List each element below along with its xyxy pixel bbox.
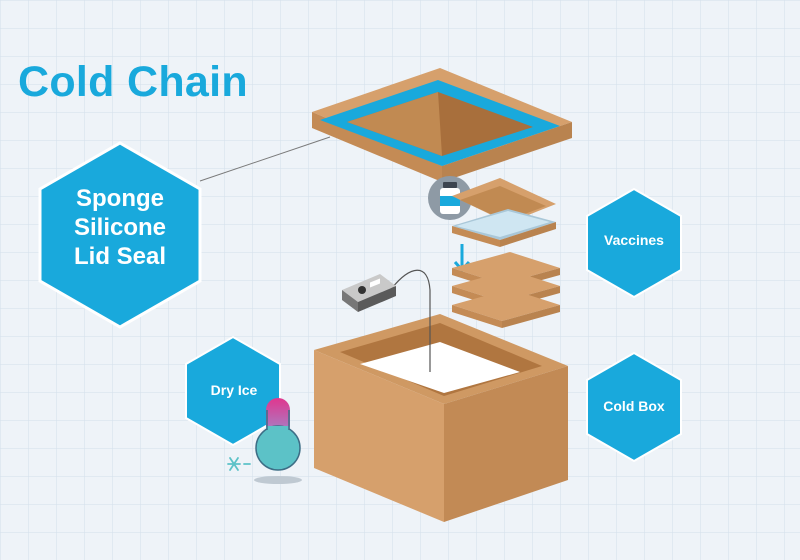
vaccine-tray	[452, 178, 556, 247]
thermometer-icon	[255, 398, 301, 471]
lid-seal-line-1: Sponge	[76, 184, 164, 212]
page-title: Cold Chain	[18, 58, 248, 106]
vaccines-label: Vaccines	[604, 232, 664, 248]
lid-seal-line-2: Silicone	[73, 213, 167, 241]
cold-box-label: Cold Box	[603, 398, 665, 414]
hexagon-cold-box	[586, 351, 682, 463]
box-lid	[312, 68, 572, 182]
temperature-logger-icon	[342, 274, 396, 312]
hexagon-lid-seal	[38, 141, 202, 329]
dry-ice-label: Dry Ice	[210, 382, 258, 398]
hexagon-vaccines	[586, 187, 682, 299]
logger-cable	[391, 269, 431, 372]
hexagon-dry-ice	[185, 335, 281, 447]
cold-box	[314, 314, 568, 522]
snowflake-icon	[227, 457, 251, 471]
connector-line	[199, 136, 331, 182]
lid-seal-line-3: Lid Seal	[73, 242, 167, 270]
vaccine-vial-icon	[428, 176, 472, 220]
thermometer-shadow	[254, 476, 302, 484]
lid-seal-label: Sponge Silicone Lid Seal	[38, 157, 202, 297]
stacked-trays	[452, 252, 560, 328]
